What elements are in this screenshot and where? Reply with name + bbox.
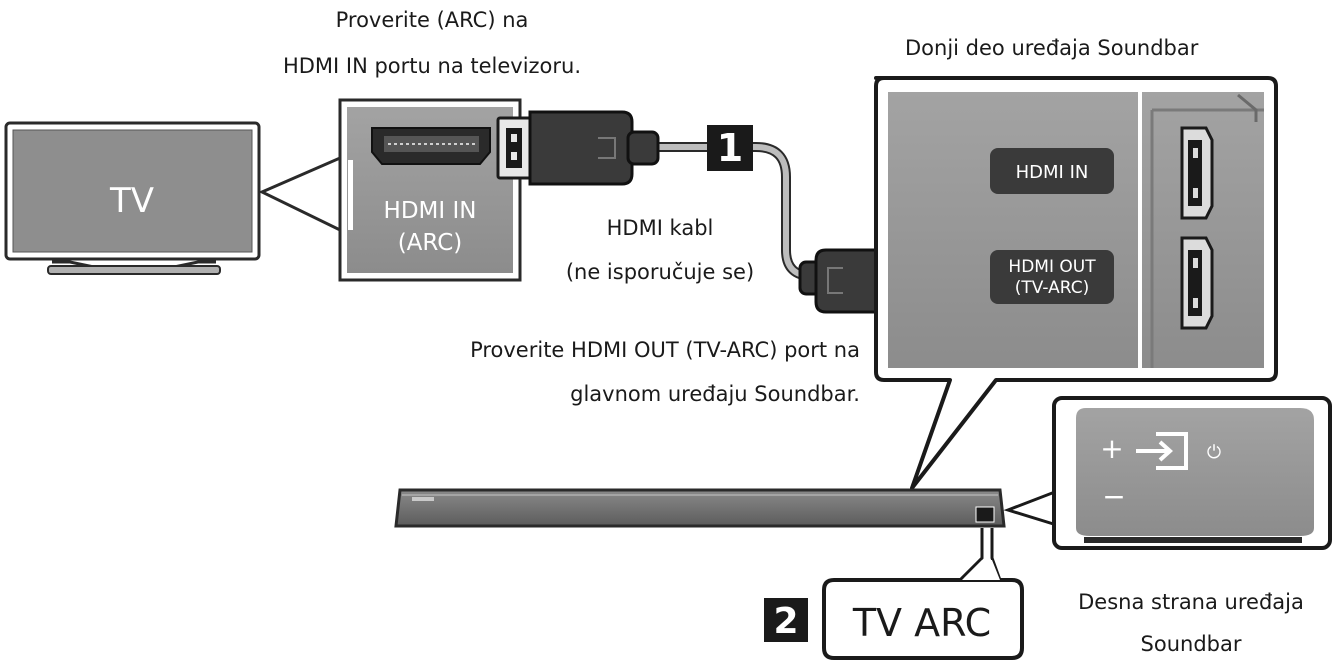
hdmi-in-port: HDMI IN: [990, 126, 1214, 220]
hdmi-plug-icon: [496, 110, 660, 186]
plus-button: +: [1100, 432, 1123, 465]
tv-arc-led: [975, 506, 995, 523]
caption-soundbar-right-side: Desna strana uređaja Soundbar: [1078, 590, 1304, 656]
svg-text:(TV-ARC): (TV-ARC): [1015, 278, 1090, 298]
tv-arc-callout: TV ARC: [822, 528, 1024, 660]
source-input-icon: [1136, 432, 1188, 470]
step-2-badge: 2: [764, 598, 808, 642]
tv-label: TV: [109, 181, 154, 221]
soundbar-body: [394, 488, 1006, 528]
hdmi-out-port: HDMI OUT (TV-ARC): [990, 236, 1214, 330]
svg-text:HDMI IN: HDMI IN: [1016, 162, 1089, 183]
caption-tv-port-check: Proverite (ARC) na HDMI IN portu na tele…: [282, 8, 582, 78]
tv-port-callout: [258, 155, 342, 233]
tv-port-label-line2: (ARC): [398, 230, 463, 256]
tv-port-label-line1: HDMI IN: [384, 198, 477, 224]
caption-hdmi-cable: HDMI kabl (ne isporučuje se): [565, 216, 755, 284]
minus-button: −: [1102, 480, 1125, 513]
svg-text:2: 2: [773, 601, 798, 642]
soundbar-bottom-panel: HDMI IN HDMI OUT (TV-ARC): [874, 76, 1278, 490]
brand-logo: [412, 497, 434, 501]
svg-text:HDMI OUT: HDMI OUT: [1008, 257, 1096, 277]
hdmi-connector-icon: [371, 127, 491, 165]
tv-icon: TV: [4, 121, 261, 275]
caption-soundbar-bottom: Donji deo uređaja Soundbar: [905, 36, 1199, 60]
tv-hdmi-port-box: HDMI IN (ARC): [338, 98, 522, 282]
soundbar-right-side-callout: + − ⏻: [1003, 396, 1332, 550]
tv-arc-label: TV ARC: [852, 601, 991, 645]
svg-text:1: 1: [717, 126, 743, 170]
caption-soundbar-port-check: Proverite HDMI OUT (TV-ARC) port na glav…: [470, 338, 860, 406]
step-1-badge: 1: [707, 125, 753, 171]
power-icon: ⏻: [1207, 442, 1221, 463]
